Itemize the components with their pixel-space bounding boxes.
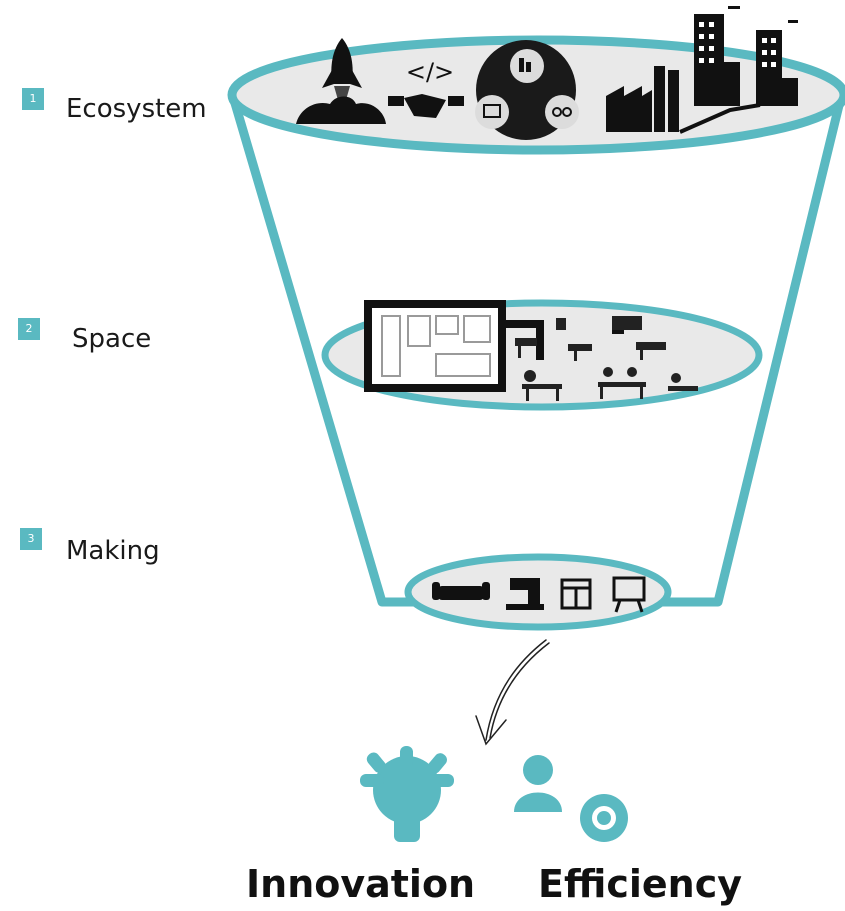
- skyscraper-icon: [694, 6, 798, 106]
- level-3-badge: 3: [20, 528, 42, 550]
- cabinet-icon: [560, 578, 592, 610]
- efficiency-label: Efficiency: [538, 862, 743, 906]
- factory-icon: [606, 66, 679, 132]
- network-circle-icon: [475, 40, 579, 140]
- presentation-board-icon: [612, 576, 646, 613]
- machine-icon: [506, 578, 544, 610]
- meeting-group-icons: [522, 367, 698, 401]
- rocket-icon: [296, 38, 386, 124]
- code-tag-icon: </>: [406, 58, 454, 86]
- level-2-label: Space: [72, 324, 152, 354]
- person-clock-icon: [514, 755, 628, 842]
- sofa-icon: [432, 582, 490, 600]
- level-3-label: Making: [66, 536, 160, 566]
- level-2-badge: 2: [18, 318, 40, 340]
- connector-line: [679, 103, 761, 134]
- workstation-icons: [515, 316, 666, 361]
- innovation-label: Innovation: [246, 862, 476, 906]
- handshake-icon: [388, 94, 464, 118]
- floor-plan-icon: [364, 300, 544, 392]
- level-1-label: Ecosystem: [66, 94, 207, 124]
- level-1-badge: 1: [22, 88, 44, 110]
- lightbulb-icon: [360, 746, 454, 842]
- curved-arrow: [475, 639, 550, 746]
